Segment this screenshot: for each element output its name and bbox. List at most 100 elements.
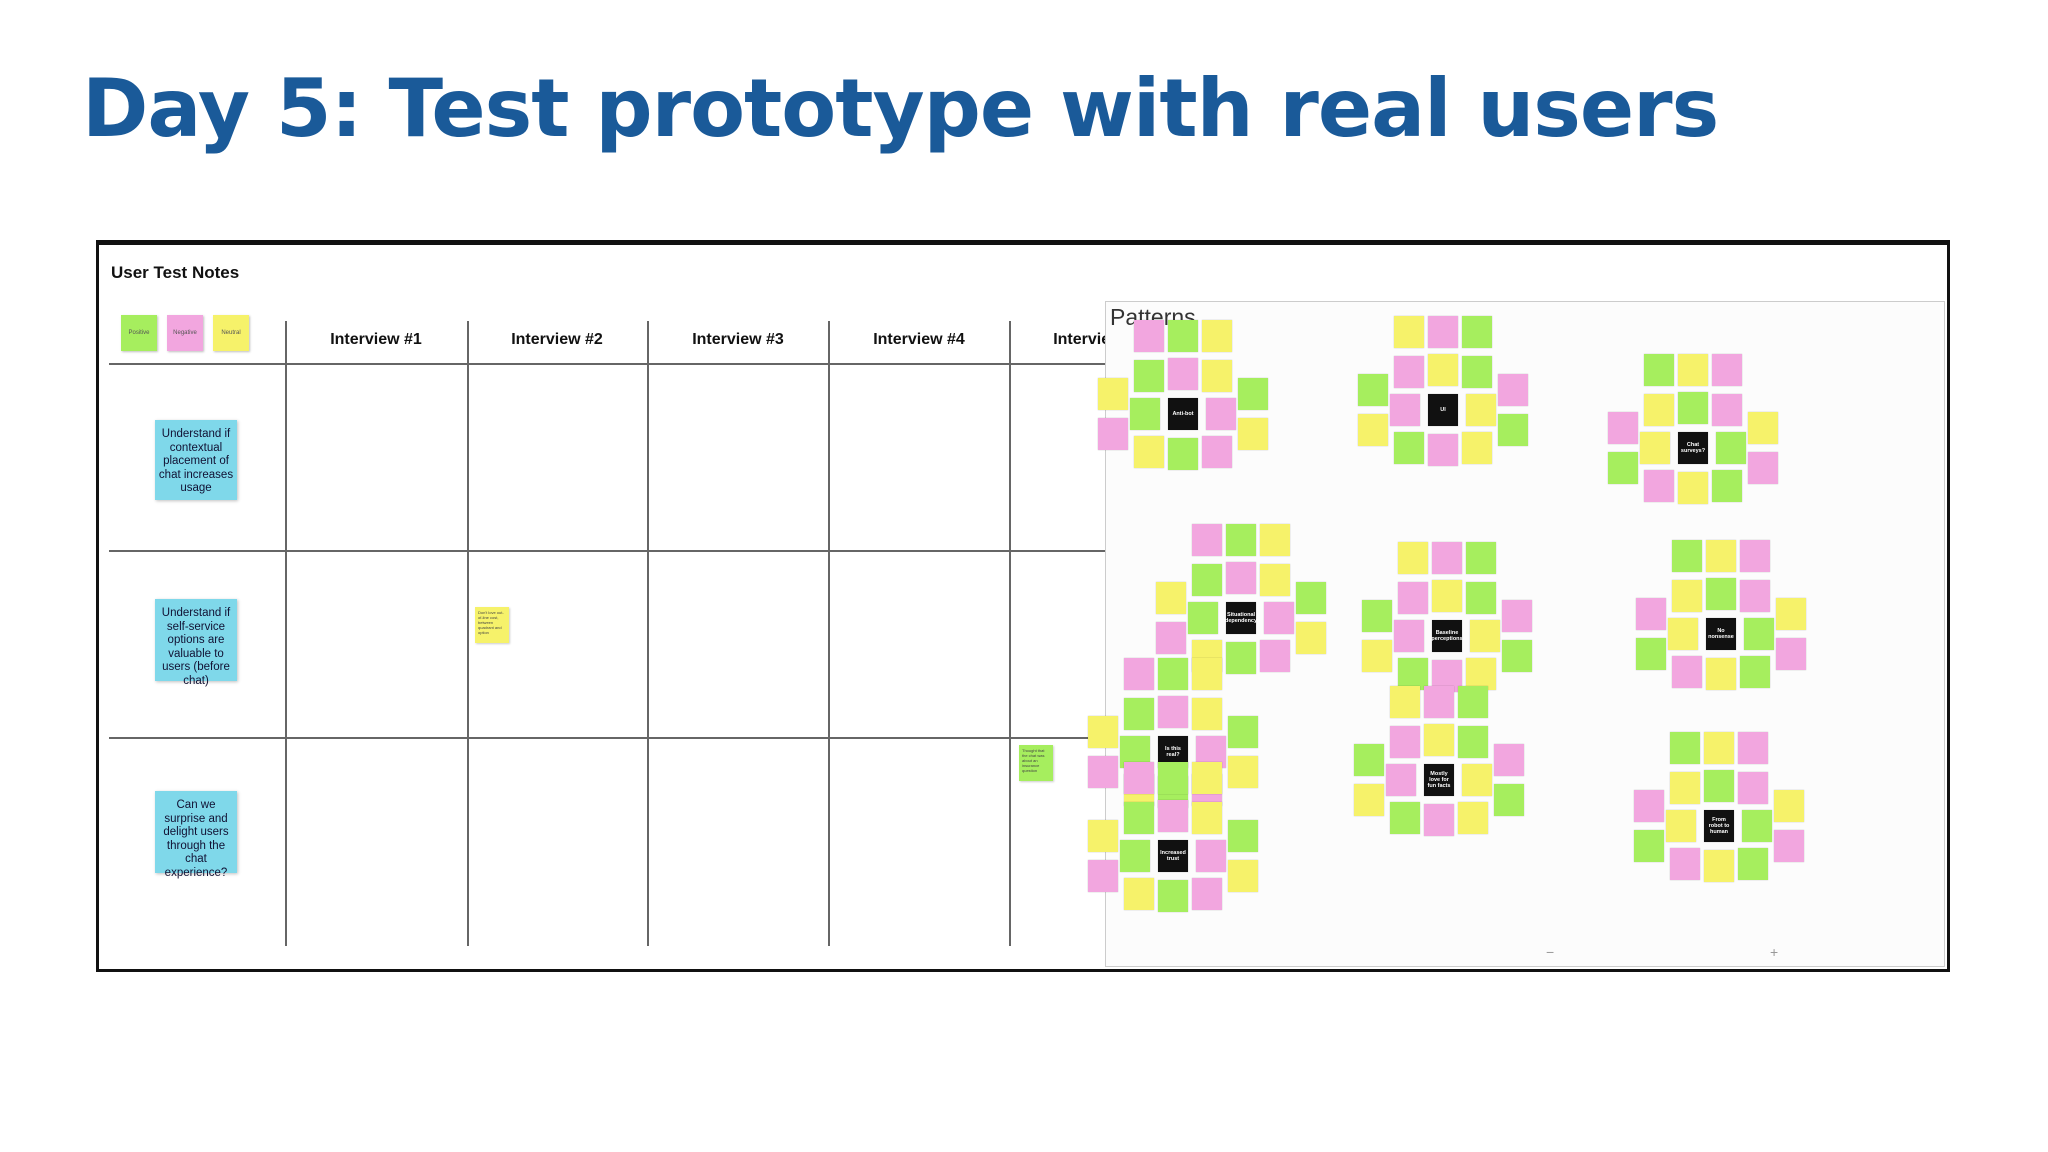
pattern-sticky-note[interactable]	[1158, 762, 1188, 794]
pattern-sticky-note[interactable]	[1738, 848, 1768, 880]
pattern-sticky-note[interactable]	[1672, 656, 1702, 688]
pattern-sticky-note[interactable]	[1390, 802, 1420, 834]
pattern-sticky-note[interactable]	[1226, 524, 1256, 556]
pattern-sticky-note[interactable]	[1432, 580, 1462, 612]
pattern-sticky-note[interactable]	[1776, 638, 1806, 670]
pattern-sticky-note[interactable]	[1260, 640, 1290, 672]
pattern-sticky-note[interactable]	[1260, 564, 1290, 596]
pattern-sticky-note[interactable]	[1744, 618, 1774, 650]
pattern-sticky-note[interactable]	[1470, 620, 1500, 652]
pattern-sticky-note[interactable]	[1158, 800, 1188, 832]
pattern-sticky-note[interactable]	[1196, 840, 1226, 872]
pattern-sticky-note[interactable]	[1670, 732, 1700, 764]
pattern-sticky-note[interactable]	[1226, 562, 1256, 594]
pattern-sticky-note[interactable]	[1428, 354, 1458, 386]
pattern-sticky-note[interactable]	[1466, 658, 1496, 690]
pattern-sticky-note[interactable]	[1098, 418, 1128, 450]
pattern-sticky-note[interactable]	[1394, 316, 1424, 348]
pattern-sticky-note[interactable]	[1644, 470, 1674, 502]
pattern-sticky-note[interactable]	[1386, 764, 1416, 796]
pattern-sticky-note[interactable]	[1428, 434, 1458, 466]
pattern-sticky-note[interactable]	[1466, 582, 1496, 614]
pattern-sticky-note[interactable]	[1670, 848, 1700, 880]
pattern-sticky-note[interactable]	[1158, 696, 1188, 728]
pattern-sticky-note[interactable]	[1202, 320, 1232, 352]
pattern-sticky-note[interactable]	[1156, 622, 1186, 654]
pattern-sticky-note[interactable]	[1608, 452, 1638, 484]
pattern-sticky-note[interactable]	[1704, 732, 1734, 764]
question-sticky[interactable]: Can we surprise and delight users throug…	[155, 791, 237, 879]
pattern-sticky-note[interactable]	[1192, 564, 1222, 596]
legend-neutral[interactable]: Neutral	[213, 315, 249, 351]
pattern-sticky-note[interactable]	[1124, 762, 1154, 794]
question-sticky[interactable]: Understand if self-service options are v…	[155, 599, 237, 687]
pattern-sticky-note[interactable]	[1202, 436, 1232, 468]
pattern-sticky-note[interactable]	[1502, 640, 1532, 672]
pattern-sticky-note[interactable]	[1634, 830, 1664, 862]
pattern-sticky-note[interactable]	[1394, 356, 1424, 388]
pattern-sticky-note[interactable]	[1390, 686, 1420, 718]
pattern-sticky-note[interactable]	[1670, 772, 1700, 804]
pattern-sticky-note[interactable]	[1494, 784, 1524, 816]
pattern-sticky-note[interactable]	[1124, 878, 1154, 910]
pattern-sticky-note[interactable]	[1776, 598, 1806, 630]
pattern-sticky-note[interactable]	[1678, 472, 1708, 504]
pattern-header-sticky[interactable]: From robot to human	[1704, 810, 1734, 842]
pattern-sticky-note[interactable]	[1264, 602, 1294, 634]
pattern-sticky-note[interactable]	[1394, 432, 1424, 464]
pattern-sticky-note[interactable]	[1358, 414, 1388, 446]
pattern-sticky-note[interactable]	[1124, 698, 1154, 730]
pattern-sticky-note[interactable]	[1706, 578, 1736, 610]
pattern-sticky-note[interactable]	[1168, 438, 1198, 470]
pattern-sticky-note[interactable]	[1228, 716, 1258, 748]
pattern-sticky-note[interactable]	[1462, 432, 1492, 464]
pattern-sticky-note[interactable]	[1192, 658, 1222, 690]
pattern-sticky-note[interactable]	[1192, 878, 1222, 910]
pattern-sticky-note[interactable]	[1134, 320, 1164, 352]
pattern-sticky-note[interactable]	[1124, 658, 1154, 690]
pattern-sticky-note[interactable]	[1228, 820, 1258, 852]
pattern-sticky-note[interactable]	[1192, 802, 1222, 834]
pattern-sticky-note[interactable]	[1706, 540, 1736, 572]
pattern-sticky-note[interactable]	[1458, 802, 1488, 834]
pattern-sticky-note[interactable]	[1636, 598, 1666, 630]
zoom-in-button[interactable]: +	[1770, 944, 1779, 960]
pattern-sticky-note[interactable]	[1226, 642, 1256, 674]
zoom-out-button[interactable]: −	[1546, 944, 1555, 960]
pattern-sticky-note[interactable]	[1774, 830, 1804, 862]
pattern-sticky-note[interactable]	[1704, 770, 1734, 802]
pattern-header-sticky[interactable]: Situational dependency	[1225, 602, 1257, 634]
pattern-sticky-note[interactable]	[1192, 698, 1222, 730]
pattern-sticky-note[interactable]	[1296, 622, 1326, 654]
pattern-sticky-note[interactable]	[1202, 360, 1232, 392]
pattern-sticky-note[interactable]	[1608, 412, 1638, 444]
pattern-sticky-note[interactable]	[1390, 394, 1420, 426]
pattern-sticky-note[interactable]	[1672, 540, 1702, 572]
whiteboard[interactable]: User Test Notes Positive Negative Neutra…	[96, 240, 1950, 972]
pattern-sticky-note[interactable]	[1502, 600, 1532, 632]
grid-sticky-note[interactable]: Thought that the chat was about an insur…	[1019, 745, 1053, 781]
legend-positive[interactable]: Positive	[121, 315, 157, 351]
pattern-sticky-note[interactable]	[1740, 580, 1770, 612]
pattern-sticky-note[interactable]	[1740, 540, 1770, 572]
grid-sticky-note[interactable]: Don't love out-of-line cost, between qua…	[475, 607, 509, 643]
pattern-sticky-note[interactable]	[1362, 640, 1392, 672]
pattern-sticky-note[interactable]	[1716, 432, 1746, 464]
pattern-sticky-note[interactable]	[1458, 686, 1488, 718]
pattern-sticky-note[interactable]	[1158, 658, 1188, 690]
pattern-sticky-note[interactable]	[1636, 638, 1666, 670]
pattern-sticky-note[interactable]	[1494, 744, 1524, 776]
pattern-sticky-note[interactable]	[1672, 580, 1702, 612]
pattern-sticky-note[interactable]	[1428, 316, 1458, 348]
pattern-sticky-note[interactable]	[1238, 378, 1268, 410]
pattern-sticky-note[interactable]	[1296, 582, 1326, 614]
pattern-sticky-note[interactable]	[1398, 658, 1428, 690]
pattern-sticky-note[interactable]	[1134, 360, 1164, 392]
pattern-sticky-note[interactable]	[1168, 358, 1198, 390]
pattern-header-sticky[interactable]: Increased trust	[1158, 840, 1188, 872]
pattern-sticky-note[interactable]	[1498, 374, 1528, 406]
pattern-sticky-note[interactable]	[1424, 686, 1454, 718]
pattern-sticky-note[interactable]	[1462, 316, 1492, 348]
pattern-sticky-note[interactable]	[1678, 392, 1708, 424]
